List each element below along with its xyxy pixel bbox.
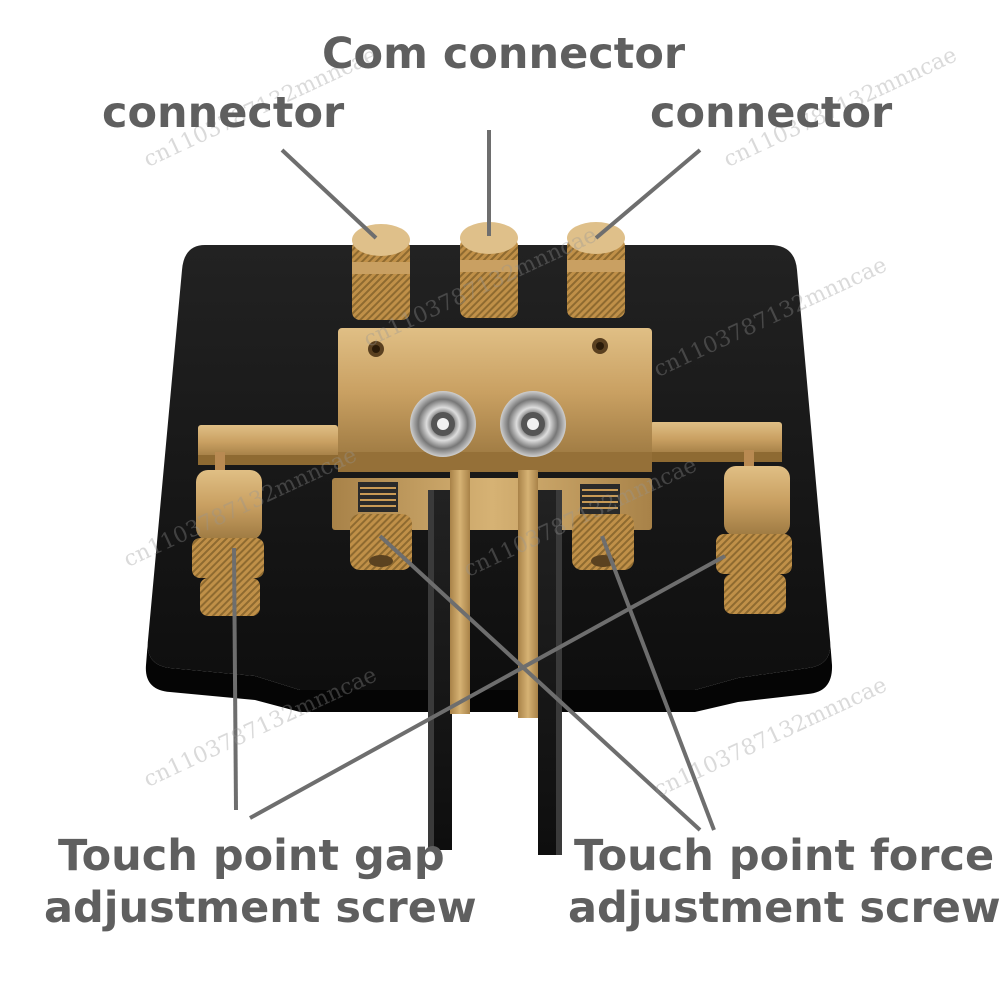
left-connector-label: connector bbox=[102, 88, 345, 138]
paddle-right bbox=[518, 470, 562, 855]
bearing-left bbox=[410, 391, 476, 457]
gap-screw-label: Touch point gap adjustment screw bbox=[44, 830, 477, 934]
brass-block bbox=[338, 328, 652, 472]
leader-gap-left bbox=[232, 547, 238, 811]
leader-lines bbox=[232, 130, 726, 832]
force-screw-label-line1: Touch point force bbox=[574, 831, 995, 881]
com-connector bbox=[460, 222, 518, 318]
force-screw-label-line2: adjustment screw bbox=[568, 883, 1000, 933]
spring-housing bbox=[332, 478, 652, 530]
force-screw-left bbox=[350, 514, 412, 570]
com-connector-label: Com connector bbox=[322, 29, 686, 79]
gap-screw-label-line2: adjustment screw bbox=[44, 883, 477, 933]
leader-force-left bbox=[378, 534, 702, 832]
right-connector-label: connector bbox=[650, 88, 893, 138]
leader-right-connector bbox=[594, 148, 702, 240]
right-connector bbox=[567, 222, 625, 318]
leader-gap-right bbox=[249, 554, 726, 820]
bearing-right bbox=[500, 391, 566, 457]
side-arms bbox=[198, 422, 782, 465]
force-screw-label: Touch point force adjustment screw bbox=[568, 830, 1000, 934]
paddle-left bbox=[428, 470, 470, 850]
gap-screw-label-line1: Touch point gap bbox=[58, 831, 445, 881]
leader-force-right bbox=[600, 535, 716, 831]
gap-screw-right bbox=[716, 450, 792, 614]
gap-screw-left bbox=[192, 452, 264, 616]
left-connector bbox=[352, 224, 410, 320]
leader-left-connector bbox=[280, 148, 378, 240]
